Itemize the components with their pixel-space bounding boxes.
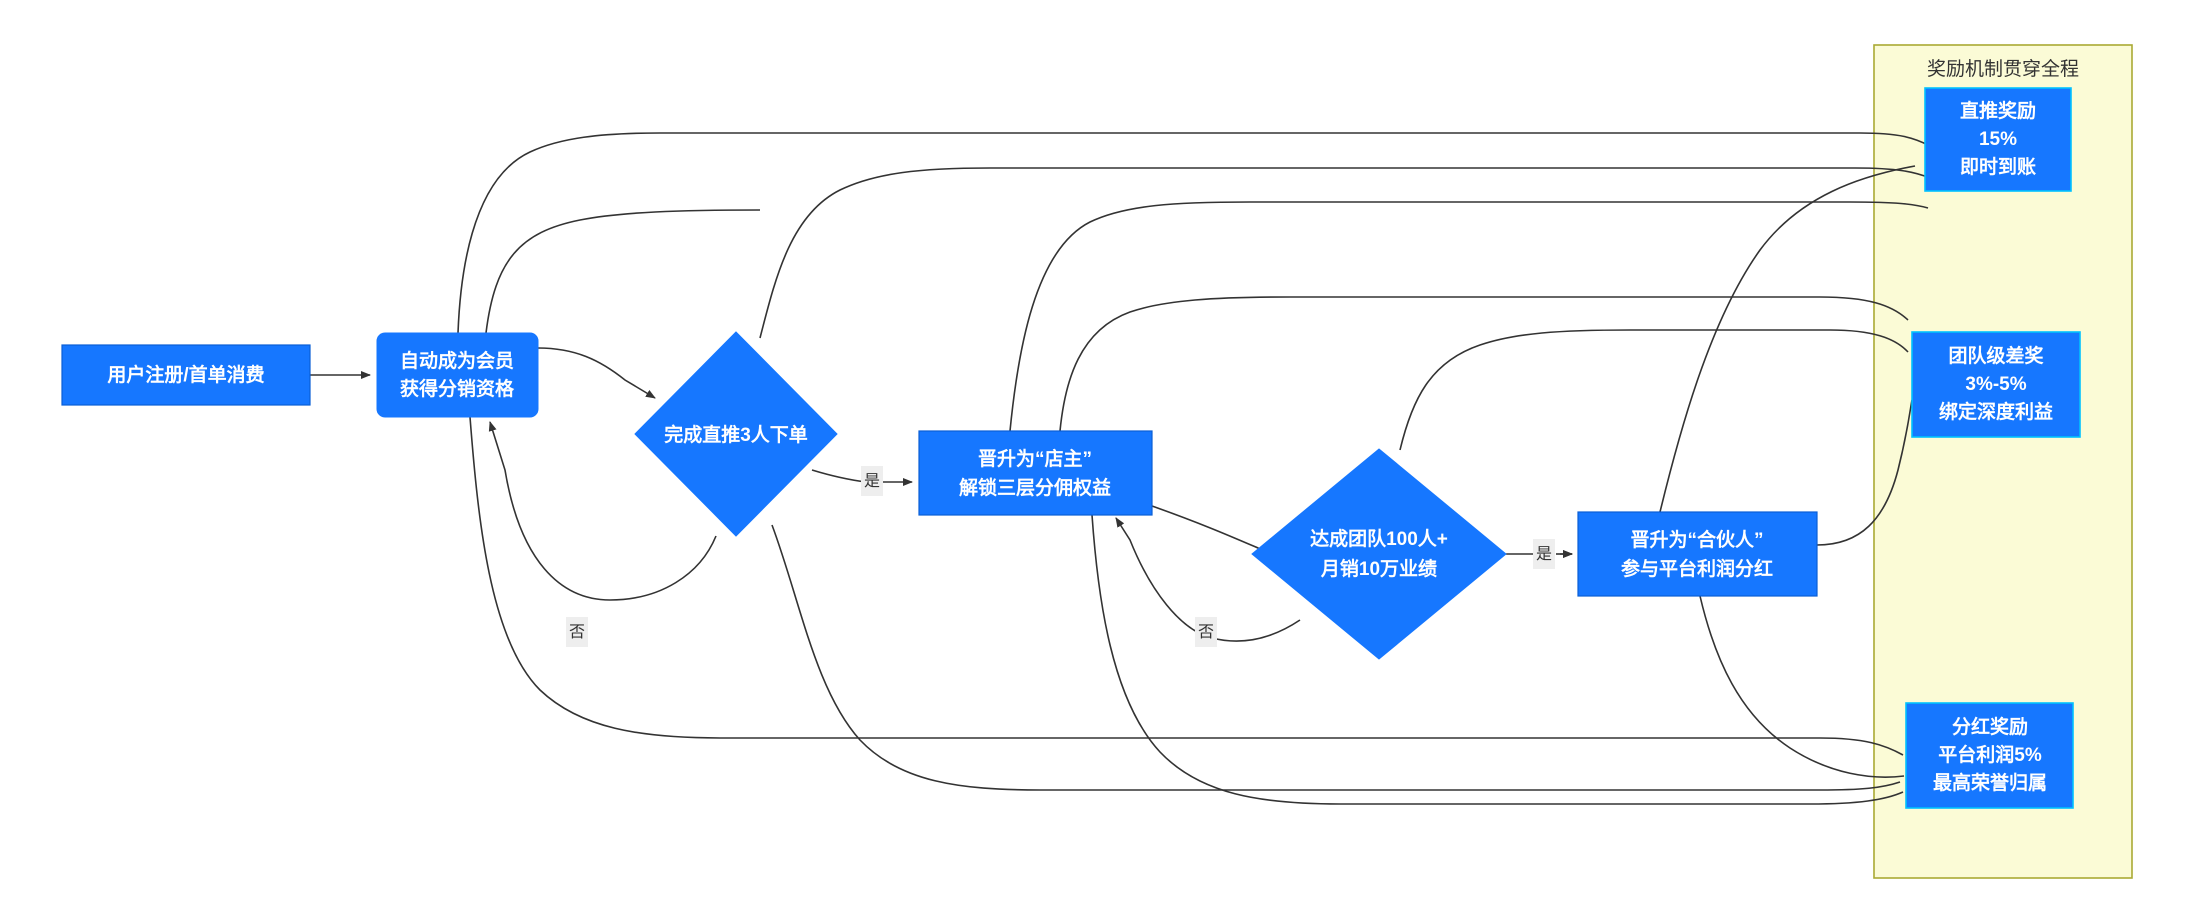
- edge-decision2-to-reward-team: [1399, 329, 1909, 451]
- node-decision2-line-0: 达成团队100人+: [1310, 527, 1448, 550]
- edge-label-no-1-bg: [566, 617, 588, 647]
- edge-label-yes-2: 是: [1533, 539, 1555, 569]
- node-reward-team-line-2: 绑定深度利益: [1939, 400, 2053, 423]
- node-reward-direct-line-1: 15%: [1979, 129, 2017, 150]
- edge-label-yes-1-text: 是: [864, 473, 880, 490]
- node-decision2-shape[interactable]: [1251, 448, 1507, 660]
- edge-label-no-2-bg: [1195, 617, 1217, 647]
- edge-shopowner-to-decision2: [1151, 505, 1276, 555]
- edge-decision1-to-reward-dividend: [771, 524, 1901, 791]
- edge-label-yes-1: 是: [861, 466, 883, 496]
- edge-decision1-to-member-no: [488, 421, 717, 601]
- rewards-cluster-title: 奖励机制贯穿全程: [1927, 58, 2079, 80]
- node-reward-dividend-line-2: 最高荣誉归属: [1933, 771, 2047, 794]
- node-partner[interactable]: 晋升为“合伙人” 参与平台利润分红: [1577, 511, 1818, 597]
- edge-label-no-1-text: 否: [569, 624, 585, 641]
- edge-member-to-decision1: [537, 347, 656, 399]
- edge-label-no-1: 否: [566, 617, 588, 647]
- edge-label-yes-1-bg: [861, 466, 883, 496]
- node-shopowner-shape[interactable]: [918, 430, 1153, 516]
- edge-member-to-reward-direct: [457, 132, 1931, 334]
- node-reward-team[interactable]: 团队级差奖 3%-5% 绑定深度利益: [1911, 331, 2081, 438]
- node-reward-team-line-1: 3%-5%: [1965, 374, 2026, 395]
- node-decision2-line-1: 月销10万业绩: [1320, 557, 1437, 580]
- node-reward-dividend-shape[interactable]: [1905, 702, 2074, 809]
- node-reward-direct[interactable]: 直推奖励 15% 即时到账: [1924, 87, 2072, 192]
- edge-decision1-to-reward-direct: [759, 167, 1931, 339]
- node-shopowner-line-0: 晋升为“店主”: [978, 447, 1092, 470]
- node-member-line-0: 自动成为会员: [400, 349, 514, 372]
- node-reward-team-shape[interactable]: [1911, 331, 2081, 438]
- edge-label-no-2: 否: [1195, 617, 1217, 647]
- node-shopowner[interactable]: 晋升为“店主” 解锁三层分佣权益: [918, 430, 1153, 516]
- node-reward-team-line-0: 团队级差奖: [1948, 344, 2044, 367]
- node-member-shape[interactable]: [376, 332, 539, 418]
- node-reward-dividend-line-1: 平台利润5%: [1938, 743, 2042, 766]
- node-start-shape[interactable]: [61, 344, 311, 406]
- node-reward-direct-shape[interactable]: [1924, 87, 2072, 192]
- node-reward-direct-line-0: 直推奖励: [1960, 99, 2036, 122]
- edge-layer: [0, 0, 1931, 805]
- edge-shopowner-to-reward-direct: [1009, 201, 1929, 432]
- node-partner-line-0: 晋升为“合伙人”: [1630, 528, 1763, 551]
- edge-partner-to-reward-dividend: [1699, 595, 1905, 778]
- node-reward-dividend-line-0: 分红奖励: [1952, 715, 2028, 738]
- edge-member-to-reward-team: [0, 0, 760, 333]
- edge-member-to-reward-dividend: [469, 416, 1904, 756]
- node-decision1[interactable]: 完成直推3人下单: [634, 331, 838, 537]
- edge-partner-to-reward-team: [1816, 399, 1913, 546]
- node-partner-line-1: 参与平台利润分红: [1621, 557, 1773, 580]
- node-member-line-1: 获得分销资格: [400, 377, 515, 400]
- edge-partner-to-reward-direct: [1659, 165, 1916, 513]
- node-partner-shape[interactable]: [1577, 511, 1818, 597]
- node-decision1-shape[interactable]: [634, 331, 838, 537]
- node-decision1-line-0: 完成直推3人下单: [664, 423, 808, 446]
- node-reward-direct-line-2: 即时到账: [1960, 156, 2036, 178]
- node-start-line-0: 用户注册/首单消费: [107, 363, 264, 386]
- node-start[interactable]: 用户注册/首单消费: [61, 344, 311, 406]
- node-decision2[interactable]: 达成团队100人+ 月销10万业绩: [1251, 448, 1507, 660]
- node-shopowner-line-1: 解锁三层分佣权益: [959, 476, 1111, 499]
- edge-label-no-2-text: 否: [1198, 624, 1214, 641]
- edge-label-yes-2-bg: [1533, 539, 1555, 569]
- node-member[interactable]: 自动成为会员 获得分销资格: [376, 332, 539, 418]
- edge-shopowner-to-reward-dividend: [1091, 514, 1904, 805]
- node-reward-dividend[interactable]: 分红奖励 平台利润5% 最高荣誉归属: [1905, 702, 2074, 809]
- edge-label-yes-2-text: 是: [1536, 546, 1552, 563]
- edge-shopowner-to-reward-team: [1059, 296, 1909, 432]
